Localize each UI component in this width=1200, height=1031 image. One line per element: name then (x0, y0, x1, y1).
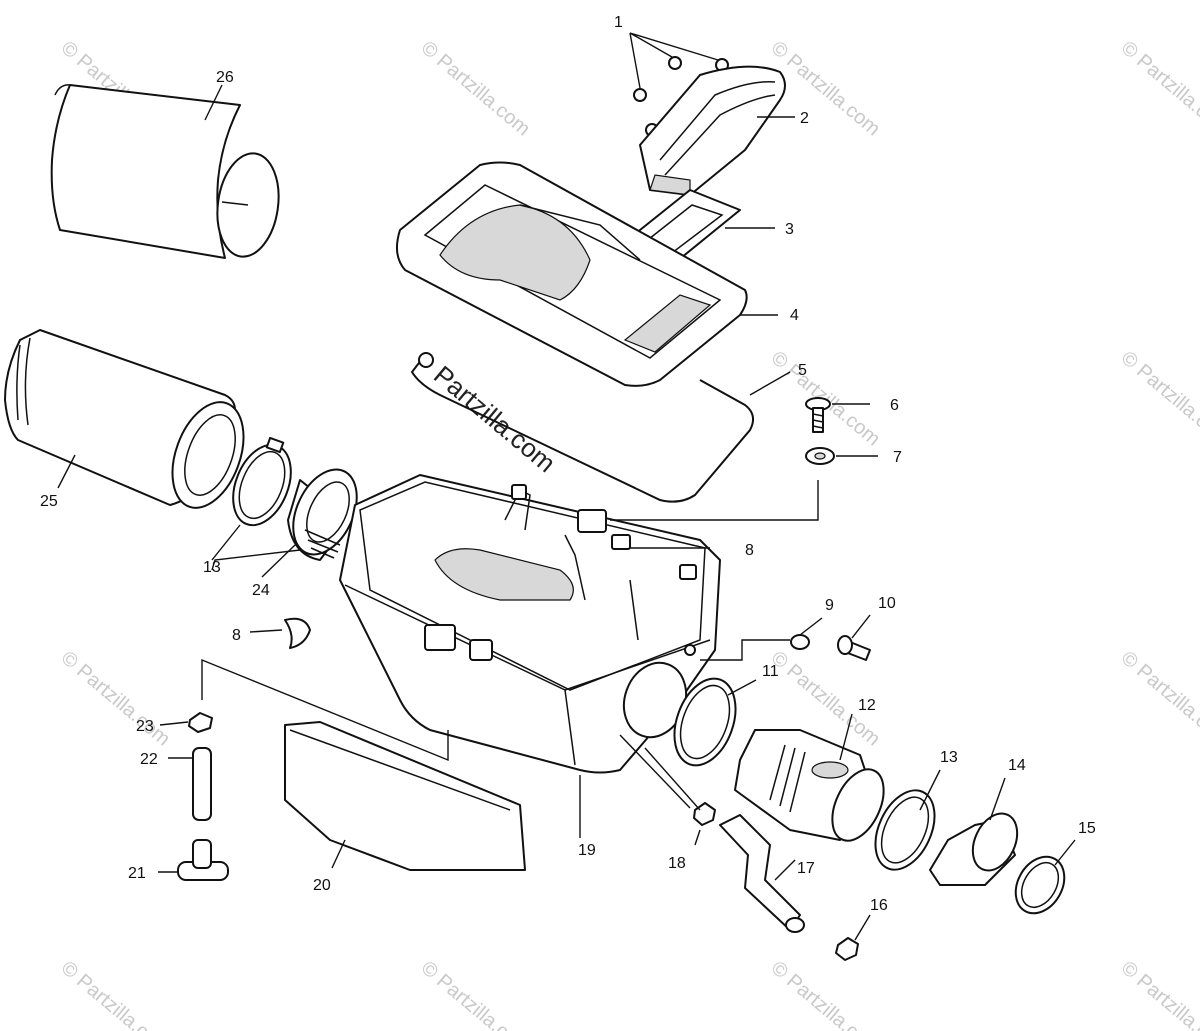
part-22-tube (192, 747, 212, 821)
part-14-duct-cone (929, 812, 1019, 886)
part-9-grommet (790, 634, 810, 650)
watermark: © Partzilla.com (417, 957, 534, 1031)
part-21-t-fitting (177, 839, 229, 881)
callout-8-right: 8 (745, 542, 754, 559)
callout-6: 6 (890, 397, 899, 414)
callout-17: 17 (797, 860, 815, 877)
part-26-prefilter-sleeve (50, 84, 280, 259)
part-10-plug (837, 635, 871, 661)
callout-10: 10 (878, 595, 896, 612)
callout-4: 4 (790, 307, 799, 324)
callout-5: 5 (798, 362, 807, 379)
callout-3: 3 (785, 221, 794, 238)
part-8-clip (284, 617, 311, 649)
callout-7: 7 (893, 449, 902, 466)
callout-22: 22 (140, 751, 158, 768)
callout-18: 18 (668, 855, 686, 872)
callout-labels: 1 2 3 4 5 6 7 8 8 9 10 11 12 13 13 14 15… (40, 14, 1096, 914)
watermark-center: Partzilla.com (428, 360, 561, 479)
callout-16: 16 (870, 897, 888, 914)
watermark: © Partzilla.com (767, 957, 884, 1031)
part-13-clamp-left (232, 436, 292, 527)
leader-lines (57, 32, 1076, 941)
part-11-o-ring (673, 677, 737, 767)
callout-25: 25 (40, 493, 58, 510)
callout-9: 9 (825, 597, 834, 614)
callout-8-left: 8 (232, 627, 241, 644)
watermark: © Partzilla.com (57, 647, 174, 750)
part-15-band-clamp (1014, 855, 1066, 915)
callout-1: 1 (614, 14, 623, 31)
watermark: © Partzilla.com (1117, 347, 1200, 450)
callout-24: 24 (252, 582, 270, 599)
callout-12: 12 (858, 697, 876, 714)
callout-13-left: 13 (203, 559, 221, 576)
part-19-airbox-housing (339, 474, 721, 774)
part-5-lid-seal (410, 352, 755, 503)
watermark: © Partzilla.com (1117, 957, 1200, 1031)
callout-21: 21 (128, 865, 146, 882)
part-4-airbox-lid (395, 161, 748, 387)
part-2-intake-cover (639, 65, 786, 196)
part-16-hose-clamp (835, 937, 859, 961)
callout-2: 2 (800, 110, 809, 127)
watermark: © Partzilla.com (1117, 647, 1200, 750)
part-7-washer (805, 447, 835, 465)
callout-26: 26 (216, 69, 234, 86)
callout-19: 19 (578, 842, 596, 859)
callout-15: 15 (1078, 820, 1096, 837)
callout-14: 14 (1008, 757, 1026, 774)
part-6-bolt (805, 397, 831, 433)
callout-13-right: 13 (940, 749, 958, 766)
part-17-drain-hose (719, 814, 805, 933)
part-23-clamp (188, 712, 213, 733)
part-25-air-filter (4, 329, 245, 509)
callout-11: 11 (762, 663, 779, 680)
watermark: © Partzilla.com (1117, 37, 1200, 140)
part-20-baffle-plate (284, 721, 526, 871)
part-13-clamp-right (874, 789, 936, 871)
watermark: © Partzilla.com (57, 957, 174, 1031)
callout-20: 20 (313, 877, 331, 894)
callout-23: 23 (136, 718, 154, 735)
watermark: © Partzilla.com (417, 37, 534, 140)
